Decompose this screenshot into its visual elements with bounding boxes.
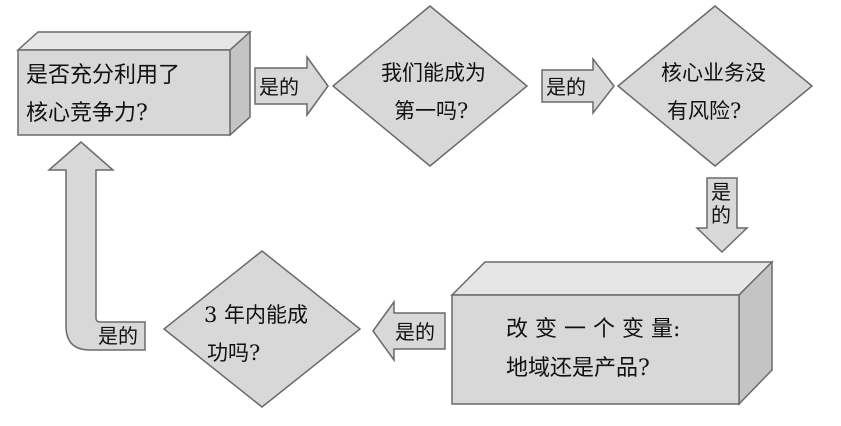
arrow-right-shape	[254, 54, 329, 118]
arrow-down-shape	[695, 177, 749, 254]
diamond-can-be-first-line1: 我们能成为	[381, 61, 486, 85]
arrow-yes-3: 是 的	[695, 177, 749, 254]
box-top-face	[16, 31, 252, 51]
box-core-competence-line2: 核心竞争力?	[26, 101, 148, 126]
diamond-core-risk-line2: 有风险?	[667, 99, 741, 123]
diamond-can-be-first: 我们能成为 第一吗?	[331, 5, 529, 167]
diamond-success-3-years-line2: 功吗?	[207, 341, 260, 365]
diamond-success-3-years: 3 年内能成 功吗?	[162, 250, 362, 408]
diamond-can-be-first-line2: 第一吗?	[394, 99, 468, 123]
arrow-yes-5: 是的	[47, 141, 146, 351]
arrow-yes-1: 是的	[254, 54, 329, 118]
diamond-shape	[616, 5, 814, 167]
diamond-shape	[331, 5, 529, 167]
arrow-yes-2-label: 是的	[546, 75, 586, 99]
arrow-yes-1-label: 是的	[259, 75, 299, 99]
box-change-variable-line2: 地域还是产品?	[506, 356, 650, 381]
box-change-variable-line1: 改 变 一 个 变 量:	[506, 317, 680, 342]
arrow-yes-5-label: 是的	[98, 324, 138, 348]
box-front-face	[451, 294, 740, 405]
arrow-right-shape	[541, 56, 615, 116]
box-core-competence-line1: 是否充分利用了	[26, 63, 180, 88]
arrow-yes-4: 是的	[372, 299, 446, 363]
diamond-core-risk: 核心业务没 有风险?	[616, 5, 814, 167]
diamond-shape	[162, 250, 362, 408]
box-front-face	[17, 49, 231, 136]
arrow-yes-3-label-top: 是	[711, 180, 731, 204]
box-core-competence: 是否充分利用了 核心竞争力?	[16, 30, 252, 137]
diamond-success-3-years-line1: 3 年内能成	[204, 303, 308, 327]
arrow-yes-2: 是的	[541, 56, 615, 116]
arrow-yes-4-label: 是的	[395, 320, 435, 344]
arrow-yes-3-label-bottom: 的	[711, 203, 731, 227]
arrow-left-shape	[372, 299, 446, 363]
arrow-uturn-shape	[47, 141, 146, 351]
box-side-face	[229, 30, 251, 137]
box-top-face	[450, 261, 774, 296]
box-change-variable: 改 变 一 个 变 量: 地域还是产品?	[450, 260, 774, 406]
diamond-core-risk-line1: 核心业务没	[661, 61, 766, 85]
